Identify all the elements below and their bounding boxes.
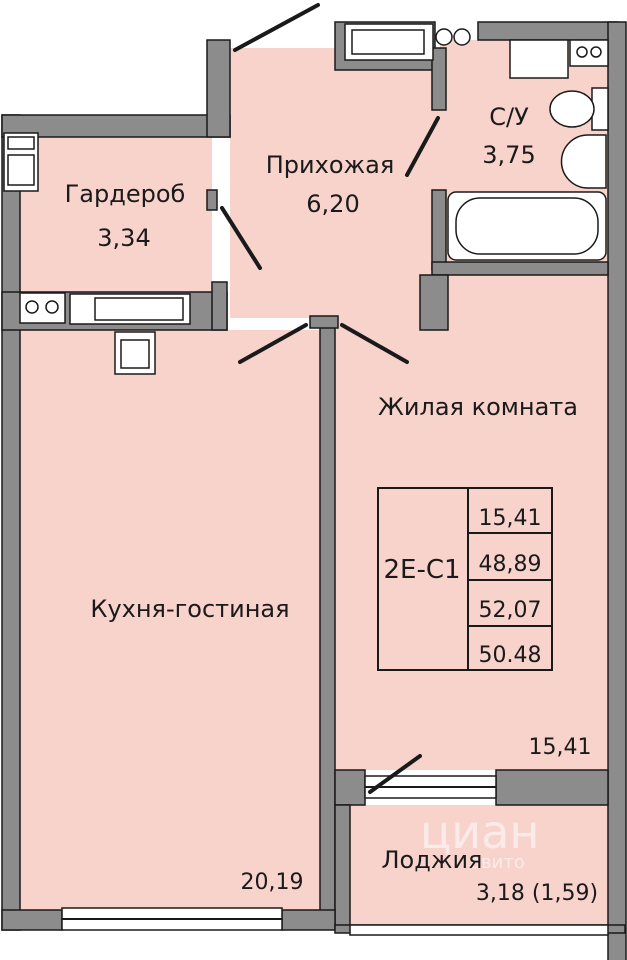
kitchen-room	[20, 330, 320, 910]
summary-code: 2E-C1	[383, 555, 460, 585]
wardrobe-door	[220, 206, 262, 270]
watermark-text: циан	[420, 805, 539, 859]
summary-value-1: 15,41	[479, 506, 542, 531]
windows	[61, 775, 609, 936]
wall-living-bottom-right	[495, 769, 609, 806]
bathroom-door	[405, 116, 440, 177]
wall-kitchen-hall	[211, 281, 228, 331]
wall-kitchen-bottom	[1, 909, 63, 931]
wall-bath-left-a	[431, 47, 447, 111]
loggia-name: Лоджия	[382, 846, 483, 874]
bathroom-area: 3,75	[482, 141, 535, 169]
loggia-area: 3,18 (1,59)	[476, 881, 598, 906]
kitchen-area: 20,19	[241, 870, 304, 895]
summary-value-3: 52,07	[479, 598, 542, 623]
wall-living-stub	[419, 274, 449, 331]
loggia-window	[349, 924, 609, 936]
hallway-name: Прихожая	[266, 151, 395, 179]
living-door	[340, 323, 409, 364]
wall-left	[1, 114, 21, 931]
hallway-area: 6,20	[306, 190, 359, 218]
wall-loggia-left	[334, 804, 351, 931]
watermark-subtext: авито	[470, 852, 525, 873]
bath-cabinet	[509, 39, 569, 79]
kitchen-name: Кухня-гостиная	[90, 595, 289, 623]
entrance-door	[233, 3, 320, 52]
fixtures	[3, 23, 609, 375]
watermark: циан авито	[420, 805, 539, 873]
labels: Прихожая 6,20 Гардероб 3,34 С/У 3,75 Жил…	[65, 103, 598, 906]
room-fills	[20, 40, 608, 925]
wall-bath-left-b	[431, 189, 447, 271]
wall-kitchen-bottom-right	[281, 909, 336, 931]
wardrobe-name: Гардероб	[65, 180, 186, 208]
hallway-room	[230, 48, 440, 320]
living-room	[335, 275, 607, 770]
bathroom-sink	[560, 134, 607, 189]
wall-central-cap	[309, 315, 339, 329]
loggia-room	[350, 805, 608, 925]
living-room-name: Жилая комната	[378, 393, 578, 421]
living-room-area: 15,41	[529, 735, 592, 760]
loggia-door	[368, 754, 422, 794]
summary-value-2: 48,89	[479, 552, 542, 577]
wall-central	[319, 321, 336, 913]
wardrobe-room	[20, 137, 212, 292]
bathroom-name: С/У	[489, 103, 529, 131]
wall-bath-top-right	[477, 21, 619, 41]
wall-hall-left-top	[206, 39, 231, 138]
wall-wardrobe-right	[206, 189, 218, 211]
wall-living-bottom-left	[334, 769, 366, 806]
wall-bath-bottom	[431, 261, 609, 276]
wardrobe-area: 3,34	[97, 224, 150, 252]
kitchen-door	[238, 323, 308, 364]
summary-value-4: 50.48	[479, 643, 542, 668]
doors	[220, 3, 440, 794]
wall-bath-right	[607, 21, 627, 960]
summary-table	[377, 487, 553, 671]
stove-top-burner	[435, 28, 453, 46]
